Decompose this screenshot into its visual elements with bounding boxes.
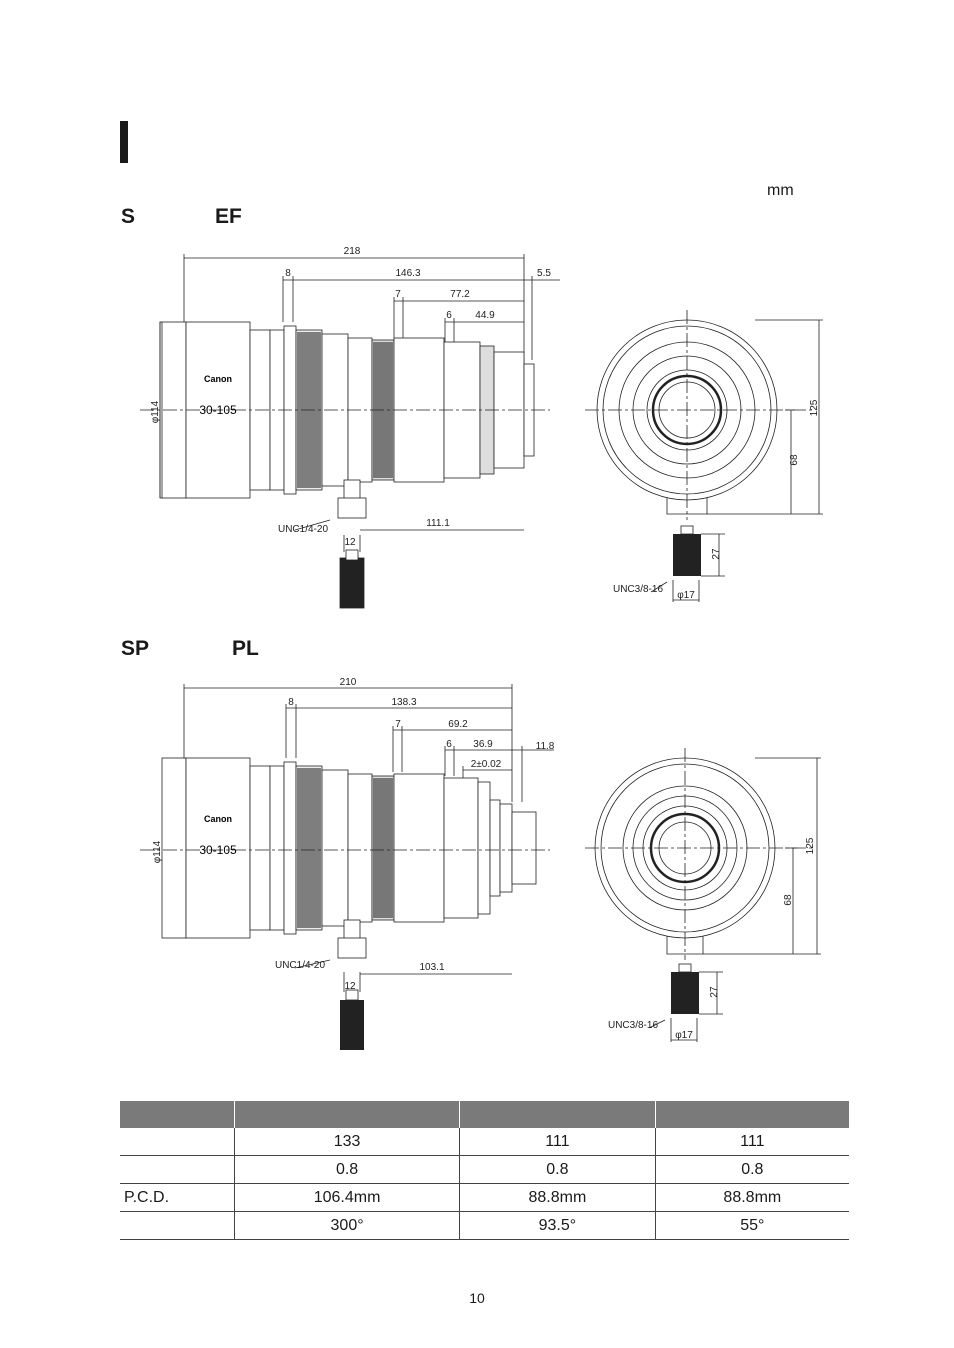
table-header-cell — [233, 1101, 460, 1128]
dim-diameter: φ114 — [152, 840, 163, 863]
table-header-cell — [120, 1101, 235, 1128]
dim-8: 8 — [288, 697, 294, 708]
dim-111-1: 111.1 — [426, 518, 450, 529]
table-header-row — [120, 1101, 849, 1128]
dim-thread-unc-1-4: UNC1/4-20 — [278, 524, 328, 535]
table-cell: 133 — [233, 1128, 460, 1156]
unit-label: mm — [767, 182, 794, 199]
table-cell: 88.8mm — [654, 1183, 849, 1212]
table-header-cell — [459, 1101, 656, 1128]
dim-146: 146.3 — [395, 268, 420, 279]
table-cell: 0.8 — [459, 1155, 656, 1184]
table-cell: 88.8mm — [459, 1183, 656, 1212]
page-number: 10 — [469, 1290, 485, 1306]
dim-phi-17: φ17 — [677, 590, 695, 601]
row-label — [120, 1211, 235, 1240]
dim-68: 68 — [783, 894, 794, 906]
dim-27: 27 — [709, 986, 720, 998]
dim-8: 8 — [285, 268, 291, 279]
dim-11-8: 11.8 — [536, 741, 555, 752]
lens-model-label: 30-105 — [199, 403, 237, 417]
dim-36-9: 36.9 — [473, 739, 493, 750]
table-cell: 0.8 — [233, 1155, 460, 1184]
row-label — [120, 1155, 235, 1184]
table-row: 133 111 111 — [120, 1128, 849, 1156]
dim-68: 68 — [789, 454, 800, 466]
table-header-cell — [654, 1101, 849, 1128]
table-cell: 106.4mm — [233, 1183, 460, 1212]
dim-125: 125 — [809, 399, 820, 416]
dim-2-tolerance: 2±0.02 — [471, 759, 502, 770]
section-2-title: SP — [121, 637, 150, 660]
dim-5-5: 5.5 — [537, 268, 551, 279]
spec-table: 133 111 111 0.8 0.8 0.8 P.C.D. 106.4mm 8… — [120, 1101, 849, 1240]
dim-diameter: φ114 — [150, 400, 161, 423]
dim-77-2: 77.2 — [450, 289, 470, 300]
dim-total-length: 210 — [340, 677, 357, 688]
table-row: 300° 93.5° 55° — [120, 1211, 849, 1240]
row-label — [120, 1128, 235, 1156]
ef-front-view-drawing: 125 68 27 UNC3/8-16 φ17 — [585, 310, 823, 602]
table-cell: 111 — [654, 1128, 849, 1156]
dim-138-3: 138.3 — [391, 697, 416, 708]
dim-total-length: 218 — [344, 246, 361, 257]
dim-6: 6 — [446, 739, 452, 750]
dim-125: 125 — [805, 837, 816, 854]
dim-thread-unc-1-4: UNC1/4-20 — [275, 960, 325, 971]
dim-7: 7 — [395, 719, 401, 730]
dim-6: 6 — [446, 310, 452, 321]
dim-69-2: 69.2 — [448, 719, 468, 730]
row-label: P.C.D. — [120, 1183, 235, 1212]
pl-side-view-drawing: 210 8 138.3 7 69.2 6 36.9 11.8 2±0.02 φ1… — [140, 677, 555, 1050]
table-row: 0.8 0.8 0.8 — [120, 1155, 849, 1184]
section-heading-bar — [120, 121, 128, 163]
lens-model-label: 30-105 — [199, 843, 237, 857]
lens-brand-logo: Canon — [204, 814, 232, 824]
ef-side-view-drawing: 218 8 146.3 5.5 7 77.2 6 44.9 φ114 Canon… — [140, 246, 560, 609]
dim-12: 12 — [344, 537, 356, 548]
section-1-title: S — [121, 205, 136, 228]
dim-thread-unc-3-8: UNC3/8-16 — [608, 1020, 658, 1031]
pl-front-view-drawing: 125 68 27 UNC3/8-16 φ17 — [585, 748, 821, 1042]
dim-thread-unc-3-8: UNC3/8-16 — [613, 584, 663, 595]
dim-phi-17: φ17 — [675, 1030, 693, 1041]
section-1-mount: EF — [215, 205, 242, 228]
table-cell: 55° — [654, 1211, 849, 1240]
dim-27: 27 — [711, 548, 722, 560]
dim-103-1: 103.1 — [419, 962, 444, 973]
lens-brand-logo: Canon — [204, 374, 232, 384]
table-row: P.C.D. 106.4mm 88.8mm 88.8mm — [120, 1183, 849, 1212]
section-2-mount: PL — [232, 637, 259, 660]
table-cell: 300° — [233, 1211, 460, 1240]
table-cell: 111 — [459, 1128, 656, 1156]
dim-44-9: 44.9 — [475, 310, 495, 321]
dim-12: 12 — [344, 981, 356, 992]
table-cell: 93.5° — [459, 1211, 656, 1240]
table-cell: 0.8 — [654, 1155, 849, 1184]
dim-7: 7 — [395, 289, 401, 300]
